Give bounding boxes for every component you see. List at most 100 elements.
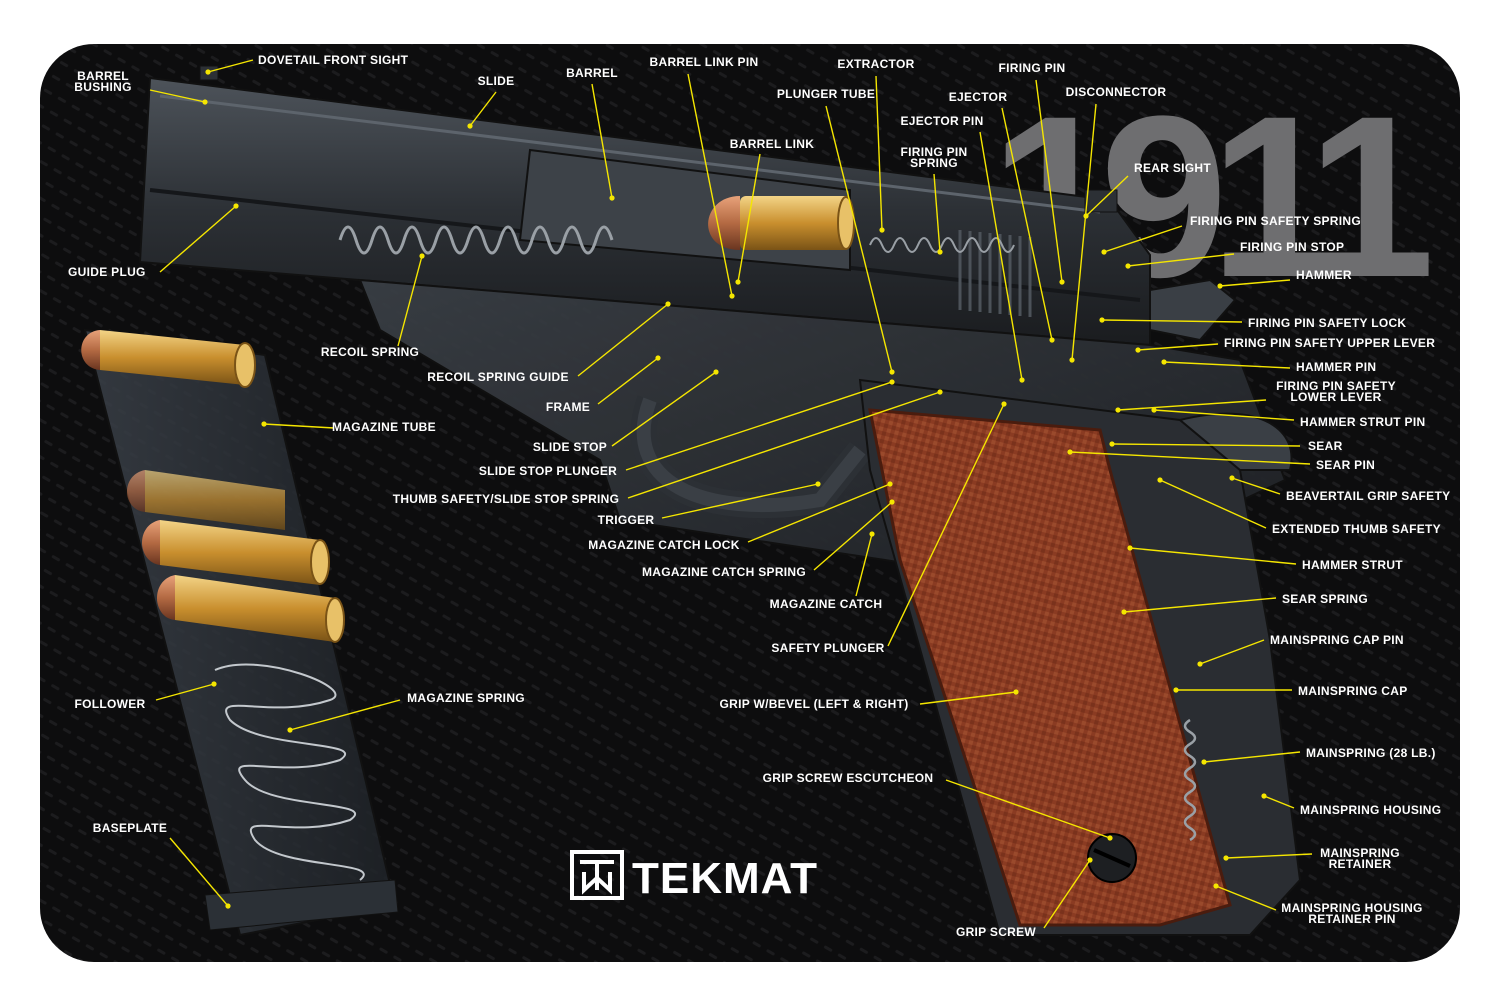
leader-dot (1173, 687, 1179, 693)
callout-guide-plug: GUIDE PLUG (68, 203, 239, 279)
label-dovetail-front-sight: DOVETAIL FRONT SIGHT (258, 53, 409, 67)
callout-mainspring-cap: MAINSPRING CAP (1173, 684, 1407, 698)
label-sear-pin: SEAR PIN (1316, 458, 1375, 472)
leader-dot (467, 123, 473, 129)
chambered-bullet (708, 196, 740, 250)
leader-dot (205, 69, 211, 75)
leader-line (979, 131, 1023, 381)
label-mainspring-cap: MAINSPRING CAP (1298, 684, 1408, 698)
wood-grip-shape (868, 408, 1232, 927)
leader-line (1123, 597, 1277, 613)
label-frame: FRAME (546, 400, 590, 414)
magazine-cartridge-top (81, 330, 256, 388)
leader-dot (887, 481, 893, 487)
leader-line (1199, 639, 1265, 665)
label-line: SPRING (910, 156, 958, 170)
label-line: MAINSPRING HOUSING (1281, 901, 1422, 915)
callout-thumb-safety-slide-stop-spring: THUMB SAFETY/SLIDE STOP SPRING (393, 389, 943, 506)
label-line: BUSHING (74, 80, 131, 94)
callout-baseplate: BASEPLATE (93, 821, 231, 909)
leader-dot (1261, 793, 1267, 799)
label-line: REAR SIGHT (1134, 161, 1211, 175)
callout-barrel: BARREL (566, 66, 618, 201)
label-line: SAFETY PLUNGER (771, 641, 884, 655)
label-line: GRIP SCREW (956, 925, 1036, 939)
label-barrel-link: BARREL LINK (730, 137, 814, 151)
callout-barrel-link: BARREL LINK (730, 137, 814, 285)
label-line: EJECTOR PIN (900, 114, 983, 128)
leader-dot (1151, 407, 1157, 413)
label-ejector: EJECTOR (949, 90, 1008, 104)
callout-magazine-catch-lock: MAGAZINE CATCH LOCK (588, 481, 893, 552)
pistol-illustration (138, 65, 1302, 936)
label-slide-stop-plunger: SLIDE STOP PLUNGER (479, 464, 617, 478)
label-line: SLIDE STOP (533, 440, 607, 454)
label-line: FOLLOWER (74, 697, 145, 711)
leader-dot (1157, 477, 1163, 483)
label-line: GRIP W/BEVEL (LEFT & RIGHT) (720, 697, 909, 711)
callout-hammer-pin: HAMMER PIN (1161, 359, 1376, 374)
leader-dot (211, 681, 217, 687)
callout-recoil-spring-guide: RECOIL SPRING GUIDE (427, 301, 671, 384)
leader-line (155, 683, 215, 701)
leader-line (1117, 399, 1267, 411)
leader-line (1225, 853, 1313, 859)
callout-magazine-catch-spring: MAGAZINE CATCH SPRING (642, 499, 895, 579)
label-line: MAGAZINE CATCH (770, 597, 883, 611)
label-extractor: EXTRACTOR (837, 57, 914, 71)
callout-ejector: EJECTOR (949, 90, 1055, 343)
label-grip-w-bevel: GRIP W/BEVEL (LEFT & RIGHT) (720, 697, 909, 711)
leader-dot (815, 481, 821, 487)
leader-dot (261, 421, 267, 427)
leader-dot (1019, 377, 1025, 383)
callout-sear-pin: SEAR PIN (1067, 449, 1375, 472)
label-plunger-tube: PLUNGER TUBE (777, 87, 875, 101)
leader-line (813, 501, 893, 571)
leader-line (159, 205, 237, 273)
label-line: EJECTOR (949, 90, 1008, 104)
leader-line (855, 533, 873, 597)
label-line: PLUNGER TUBE (777, 87, 875, 101)
tm-monogram-icon (570, 850, 624, 900)
callout-follower: FOLLOWER (74, 681, 217, 711)
callout-hammer: HAMMER (1217, 268, 1352, 289)
label-magazine-catch: MAGAZINE CATCH (770, 597, 883, 611)
label-follower: FOLLOWER (74, 697, 145, 711)
leader-line (1111, 443, 1301, 447)
callout-extractor: EXTRACTOR (837, 57, 914, 233)
leader-line (263, 423, 335, 429)
label-firing-pin-safety-lock: FIRING PIN SAFETY LOCK (1248, 316, 1406, 330)
leader-dot (1001, 401, 1007, 407)
label-magazine-catch-spring: MAGAZINE CATCH SPRING (642, 565, 806, 579)
recoil-spring-shape (338, 225, 614, 255)
label-guide-plug: GUIDE PLUG (68, 265, 146, 279)
label-line: DISCONNECTOR (1066, 85, 1167, 99)
leader-dot (889, 499, 895, 505)
label-recoil-spring-guide: RECOIL SPRING GUIDE (427, 370, 569, 384)
leader-line (1069, 451, 1311, 465)
label-firing-pin-stop: FIRING PIN STOP (1240, 240, 1344, 254)
label-line: BARREL LINK PIN (650, 55, 759, 69)
leader-dot (1109, 441, 1115, 447)
leader-line (469, 91, 497, 127)
leader-line (289, 699, 401, 731)
label-line: RECOIL SPRING (321, 345, 419, 359)
leader-dot (1135, 347, 1141, 353)
leader-dot (1121, 609, 1127, 615)
label-line: BASEPLATE (93, 821, 167, 835)
callout-disconnector: DISCONNECTOR (1066, 85, 1167, 363)
leader-line (591, 83, 613, 199)
leader-dot (233, 203, 239, 209)
leader-line (1001, 107, 1053, 341)
leader-dot (1067, 449, 1073, 455)
callout-hammer-strut: HAMMER STRUT (1127, 545, 1403, 572)
label-line: SEAR PIN (1316, 458, 1375, 472)
leader-line (611, 371, 717, 447)
label-thumb-safety-slide-stop-spring: THUMB SAFETY/SLIDE STOP SPRING (393, 492, 620, 506)
label-hammer-strut: HAMMER STRUT (1302, 558, 1403, 572)
callout-mainspring-28-lb: MAINSPRING (28 LB.) (1201, 746, 1435, 765)
